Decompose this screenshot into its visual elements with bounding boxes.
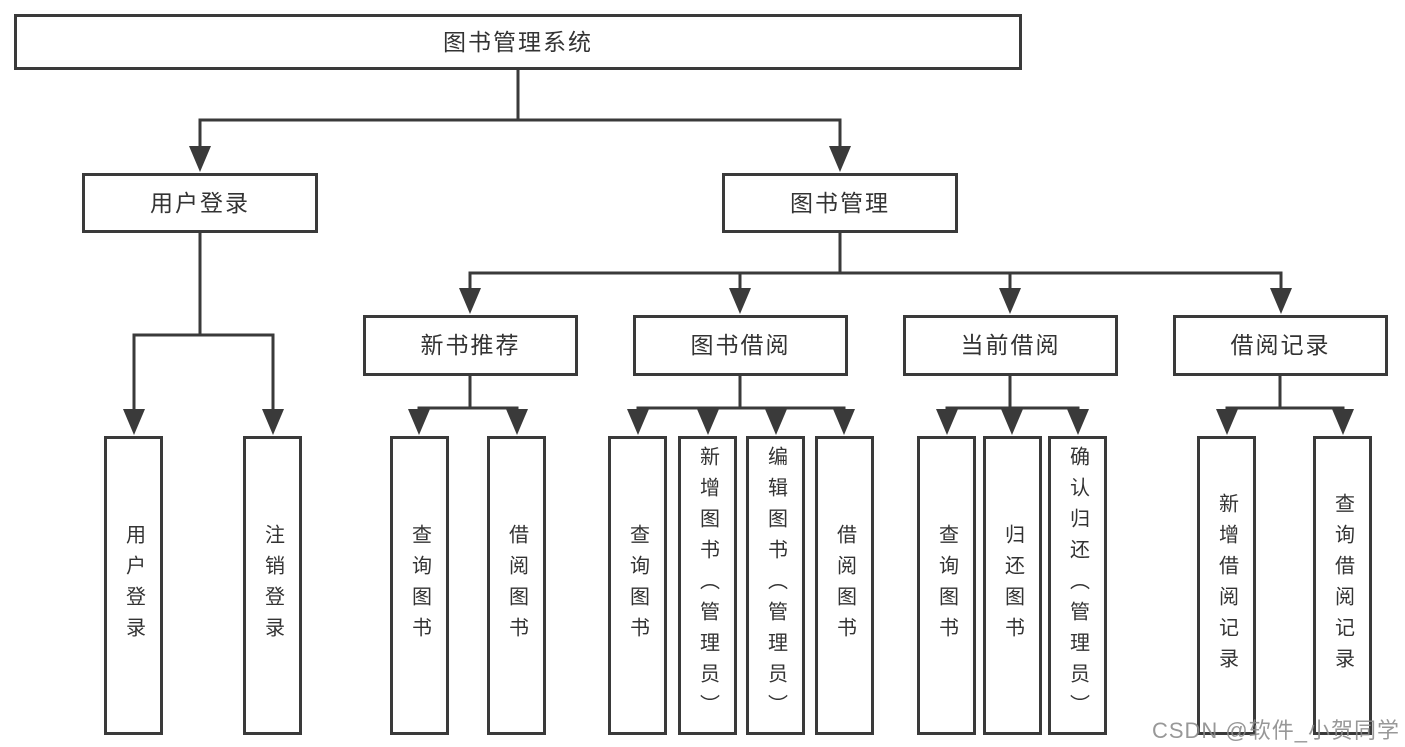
node-label: 注销登录 bbox=[261, 523, 284, 648]
node-label: 新增借阅记录 bbox=[1215, 492, 1238, 679]
arrow-down-icon bbox=[123, 409, 145, 435]
leaf-query-books-recommend: 查询图书 bbox=[390, 436, 449, 735]
leaf-borrow-books-recommend: 借阅图书 bbox=[487, 436, 546, 735]
connector-recommend-group bbox=[417, 376, 519, 412]
arrow-down-icon bbox=[697, 409, 719, 435]
node-label: 用户登录 bbox=[122, 523, 145, 648]
leaf-edit-books-admin: 编辑图书（管理员） bbox=[746, 436, 805, 735]
arrow-down-icon bbox=[999, 288, 1021, 314]
node-label: 归还图书 bbox=[1001, 523, 1024, 648]
node-label: 图书借阅 bbox=[690, 332, 791, 358]
node-user-login: 用户登录 bbox=[82, 173, 318, 233]
arrow-down-icon bbox=[1270, 288, 1292, 314]
connector-current-group bbox=[945, 376, 1080, 412]
arrow-down-icon bbox=[627, 409, 649, 435]
arrow-down-icon bbox=[1001, 409, 1023, 435]
arrow-down-icon bbox=[1332, 409, 1354, 435]
node-label: 图书管理系统 bbox=[443, 28, 593, 55]
arrow-down-icon bbox=[189, 146, 211, 172]
arrow-down-icon bbox=[936, 409, 958, 435]
arrow-down-icon bbox=[262, 409, 284, 435]
node-label: 用户登录 bbox=[150, 189, 250, 216]
node-library-system: 图书管理系统 bbox=[14, 14, 1022, 70]
node-new-book-recommend: 新书推荐 bbox=[363, 315, 578, 376]
node-borrow-records: 借阅记录 bbox=[1173, 315, 1388, 376]
leaf-query-books-borrow: 查询图书 bbox=[608, 436, 667, 735]
leaf-return-books: 归还图书 bbox=[983, 436, 1042, 735]
arrow-down-icon bbox=[459, 288, 481, 314]
node-label: 编辑图书（管理员） bbox=[764, 446, 787, 725]
connector-root bbox=[198, 70, 842, 150]
arrow-down-icon bbox=[1067, 409, 1089, 435]
node-label: 查询图书 bbox=[626, 523, 649, 648]
connector-book-mgmt-group bbox=[468, 233, 1283, 292]
leaf-add-borrow-record: 新增借阅记录 bbox=[1197, 436, 1256, 735]
node-book-management: 图书管理 bbox=[722, 173, 958, 233]
arrow-down-icon bbox=[408, 409, 430, 435]
leaf-borrow-books: 借阅图书 bbox=[815, 436, 874, 735]
arrow-down-icon bbox=[729, 288, 751, 314]
node-label: 查询图书 bbox=[408, 523, 431, 648]
leaf-confirm-return-admin: 确认归还（管理员） bbox=[1048, 436, 1107, 735]
arrow-down-icon bbox=[765, 409, 787, 435]
node-label: 新书推荐 bbox=[420, 332, 521, 358]
leaf-user-login: 用户登录 bbox=[104, 436, 163, 735]
arrow-down-icon bbox=[829, 146, 851, 172]
node-label: 查询图书 bbox=[935, 523, 958, 648]
arrow-down-icon bbox=[1216, 409, 1238, 435]
connector-records-group bbox=[1225, 376, 1345, 412]
leaf-add-books-admin: 新增图书（管理员） bbox=[678, 436, 737, 735]
arrow-down-icon bbox=[833, 409, 855, 435]
connector-user-login-group bbox=[132, 233, 275, 412]
node-label: 查询借阅记录 bbox=[1331, 492, 1354, 679]
node-label: 确认归还（管理员） bbox=[1066, 446, 1089, 725]
node-current-borrow: 当前借阅 bbox=[903, 315, 1118, 376]
leaf-query-books-current: 查询图书 bbox=[917, 436, 976, 735]
node-label: 借阅图书 bbox=[833, 523, 856, 648]
node-label: 当前借阅 bbox=[960, 332, 1061, 358]
leaf-logout: 注销登录 bbox=[243, 436, 302, 735]
node-label: 借阅图书 bbox=[505, 523, 528, 648]
node-label: 新增图书（管理员） bbox=[696, 446, 719, 725]
node-label: 图书管理 bbox=[790, 189, 890, 216]
node-book-borrow: 图书借阅 bbox=[633, 315, 848, 376]
arrow-down-icon bbox=[506, 409, 528, 435]
leaf-query-borrow-record: 查询借阅记录 bbox=[1313, 436, 1372, 735]
connector-borrow-group bbox=[636, 376, 846, 412]
node-label: 借阅记录 bbox=[1230, 332, 1331, 358]
